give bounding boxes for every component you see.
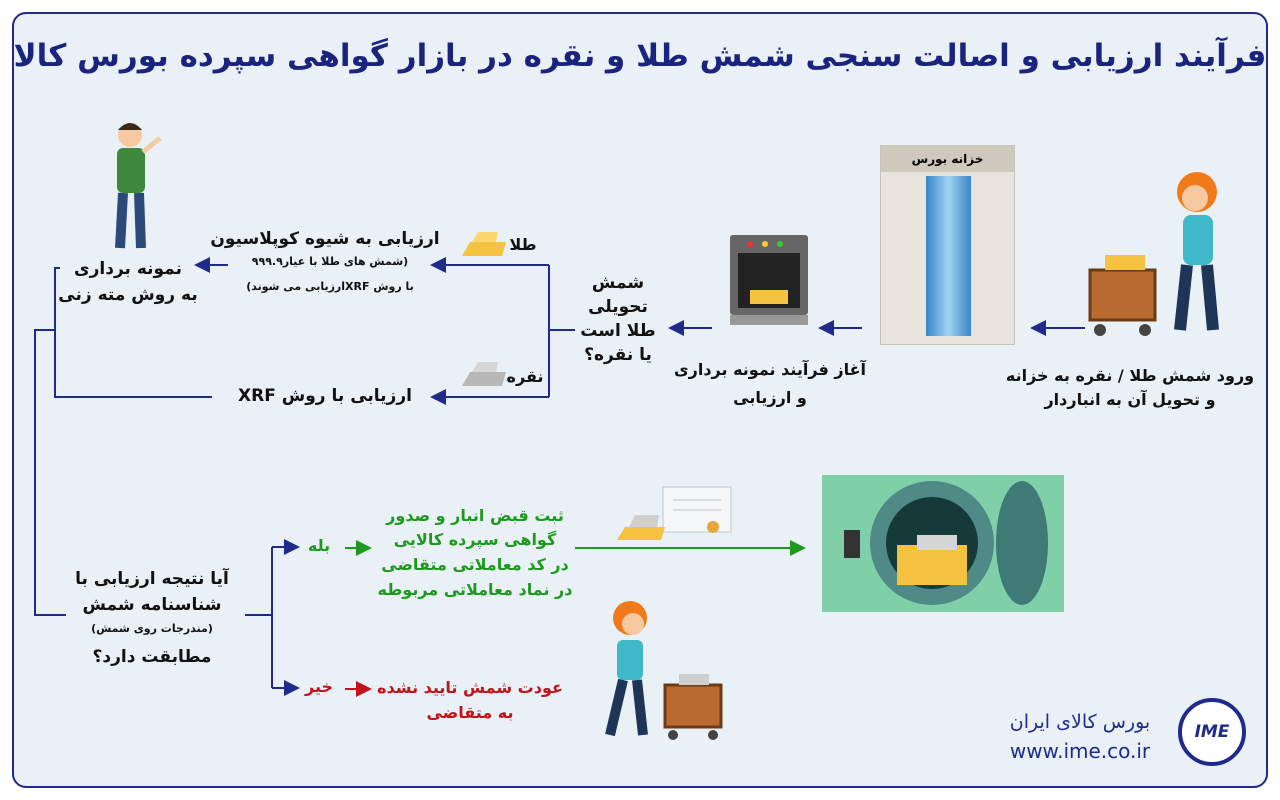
certificate-and-gold-illustration [617,486,732,540]
gold-note-2: با روش XRFارزیابی می شوند) [246,280,414,293]
silver-label: نقره [506,367,544,386]
yes-label: بله [307,536,331,555]
gold-note-1: (شمش های طلا با عیار۹۹۹.۹ [251,255,409,268]
match-question-1: آیا نتیجه ارزیابی با [75,569,229,589]
sampling-text-2: و ارزیابی [733,388,807,407]
footer-website[interactable]: www.ime.co.ir [1009,739,1151,763]
silver-bars-icon [462,362,506,386]
silver-method: ارزیابی با روش XRF [238,386,412,406]
match-question-2: شناسنامه شمش [82,595,222,615]
match-question-3: (مندرجات روی شمش) [91,622,213,635]
silver-return-line [54,267,212,398]
footer-org-name: بورس کالای ایران [1009,711,1151,733]
yes-result-2: گواهی سپرده کالایی [393,530,557,549]
ime-logo: IME [1178,698,1246,766]
gold-method: ارزیابی به شیوه کوپلاسیون [210,229,440,249]
yes-result-3: در کد معاملاتی متقاضی [381,555,569,574]
vault-building-label: خزانه بورس [881,146,1014,172]
person-returning-cart-illustration [605,601,723,740]
entry-text-1: ورود شمش طلا / نقره به خزانه [1005,366,1255,385]
drilling-text-2: به روش مته زنی [58,285,198,305]
sampling-text-1: آغاز فرآیند نمونه برداری [673,360,867,379]
gold-bars-icon [462,232,506,256]
drilling-text-1: نمونه برداری [74,259,182,279]
person-with-cart-illustration [1088,172,1219,336]
match-question-4: مطابقت دارد؟ [92,647,212,667]
yes-result-1: ثبت قبض انبار و صدور [386,506,564,525]
technician-illustration [115,123,162,249]
metal-question-1: شمش [591,273,645,293]
entry-text-2: و تحویل آن به انباردار [1044,390,1216,409]
metal-question-4: یا نقره؟ [584,345,652,365]
metal-question-3: طلا است [580,321,656,341]
gold-label: طلا [509,235,537,254]
no-result-2: به متقاضی [426,703,514,722]
metal-question-2: تحویلی [588,297,648,317]
yes-result-4: در نماد معاملاتی مربوطه [377,580,573,599]
xray-scanner-illustration [730,235,808,325]
left-connector [34,329,66,616]
page-title: فرآیند ارزیابی و اصالت سنجی شمش طلا و نق… [13,38,1267,74]
no-label: خیر [304,677,334,696]
no-result-1: عودت شمش تایید نشده [377,678,563,697]
open-safe-illustration [822,475,1064,612]
exchange-vault-building: خزانه بورس [880,145,1015,345]
